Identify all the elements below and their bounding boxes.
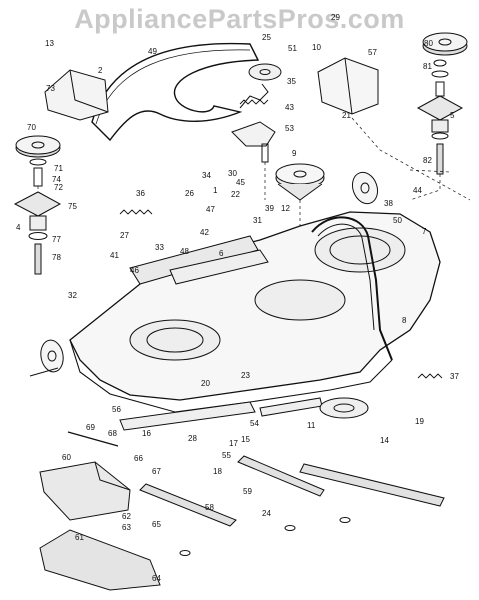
callout-72: 72 [54, 183, 63, 192]
callout-71: 71 [54, 164, 63, 173]
callout-41: 41 [110, 251, 119, 260]
callout-5: 5 [450, 111, 455, 120]
callout-53: 53 [285, 124, 294, 133]
callout-32: 32 [68, 291, 77, 300]
callout-18: 18 [213, 467, 222, 476]
spindle-housing-left [13, 191, 62, 217]
callout-14: 14 [380, 436, 389, 445]
callout-30: 30 [228, 169, 237, 178]
callout-67: 67 [152, 467, 161, 476]
callout-48: 48 [180, 247, 189, 256]
callout-1: 1 [213, 186, 218, 195]
blade-58-center [139, 483, 237, 527]
discharge-chute [39, 461, 131, 521]
callout-50: 50 [393, 216, 402, 225]
callout-7: 7 [422, 227, 427, 236]
spring-right [417, 373, 443, 379]
callout-11: 11 [307, 421, 316, 430]
watermark: AppliancePartsPros.com [74, 4, 405, 34]
callout-69: 69 [86, 423, 95, 432]
callout-19: 19 [415, 417, 424, 426]
callout-4: 4 [16, 223, 21, 232]
callout-51: 51 [288, 44, 297, 53]
callout-16: 16 [142, 429, 151, 438]
callout-58: 58 [205, 503, 214, 512]
belt [91, 42, 260, 142]
callout-26: 26 [185, 189, 194, 198]
callout-82: 82 [423, 156, 432, 165]
callout-46: 46 [130, 266, 139, 275]
plate-14 [319, 397, 369, 419]
callout-73: 73 [46, 84, 55, 93]
callout-57: 57 [368, 48, 377, 57]
callout-35: 35 [287, 77, 296, 86]
spindle-housing-right [416, 95, 464, 121]
callout-44: 44 [413, 186, 422, 195]
pulley-top-center [248, 63, 282, 81]
callout-9: 9 [292, 149, 297, 158]
callout-2: 2 [98, 66, 103, 75]
callout-55: 55 [222, 451, 231, 460]
callout-23: 23 [241, 371, 250, 380]
callout-75: 75 [68, 202, 77, 211]
callout-10: 10 [312, 43, 321, 52]
callout-43: 43 [285, 103, 294, 112]
callout-49: 49 [148, 47, 157, 56]
callout-31: 31 [253, 216, 262, 225]
callout-80: 80 [424, 39, 433, 48]
deck-handle [311, 216, 393, 361]
chute-deflector [39, 529, 161, 591]
gauge-wheel-left [40, 339, 64, 373]
callout-38: 38 [384, 199, 393, 208]
callout-36: 36 [136, 189, 145, 198]
baffle [119, 401, 256, 431]
callout-56: 56 [112, 405, 121, 414]
idler-arm [231, 121, 276, 147]
callout-64: 64 [152, 574, 161, 583]
callout-77: 77 [52, 235, 61, 244]
callout-68: 68 [108, 429, 117, 438]
callout-27: 27 [120, 231, 129, 240]
callout-6: 6 [219, 249, 224, 258]
belt-cover-left [44, 69, 109, 121]
callout-47: 47 [206, 205, 215, 214]
callout-78: 78 [52, 253, 61, 262]
callout-33: 33 [155, 243, 164, 252]
callout-17: 17 [229, 439, 238, 448]
callout-60: 60 [62, 453, 71, 462]
callout-12: 12 [281, 204, 290, 213]
callout-37: 37 [450, 372, 459, 381]
blade-59 [237, 455, 325, 497]
idler-spring-top [239, 99, 269, 105]
callout-65: 65 [152, 520, 161, 529]
callout-59: 59 [243, 487, 252, 496]
gauge-wheel-right [351, 171, 379, 205]
callout-45: 45 [236, 178, 245, 187]
callout-34: 34 [202, 171, 211, 180]
callout-39: 39 [265, 204, 274, 213]
blade-58-right [299, 463, 445, 507]
callout-66: 66 [134, 454, 143, 463]
callout-21: 21 [342, 111, 351, 120]
callout-25: 25 [262, 33, 271, 42]
callout-70: 70 [27, 123, 36, 132]
callout-54: 54 [250, 419, 259, 428]
callout-42: 42 [200, 228, 209, 237]
callout-15: 15 [241, 435, 250, 444]
callout-29: 29 [331, 13, 340, 22]
callout-24: 24 [262, 509, 271, 518]
callout-62: 62 [122, 512, 131, 521]
callout-28: 28 [188, 434, 197, 443]
callout-81: 81 [423, 62, 432, 71]
callout-61: 61 [75, 533, 84, 542]
callout-22: 22 [231, 190, 240, 199]
callout-8: 8 [402, 316, 407, 325]
callout-74: 74 [52, 175, 61, 184]
callout-13: 13 [45, 39, 54, 48]
callout-63: 63 [122, 523, 131, 532]
spring-left [119, 209, 153, 215]
callout-20: 20 [201, 379, 210, 388]
